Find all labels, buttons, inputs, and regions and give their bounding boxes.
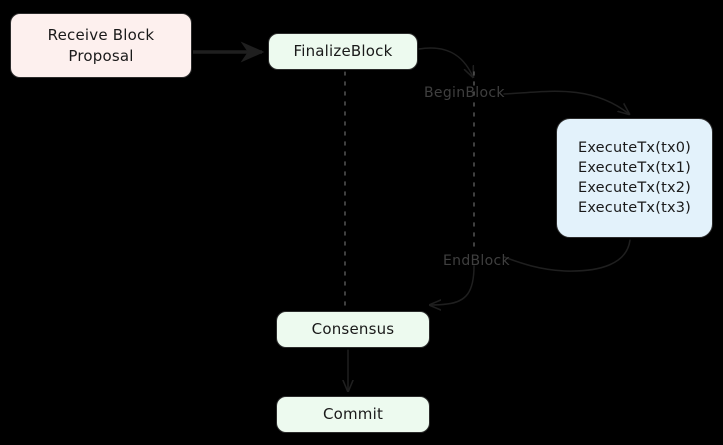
edge-beginblock-to-executetx bbox=[503, 90, 629, 114]
node-finalize-block-label: FinalizeBlock bbox=[293, 42, 393, 61]
edge-label-end-block: EndBlock bbox=[443, 253, 510, 269]
node-finalize-block[interactable]: FinalizeBlock bbox=[268, 33, 418, 70]
edge-label-begin-block: BeginBlock bbox=[424, 85, 505, 101]
edge-endblock-to-consensus bbox=[430, 265, 475, 305]
node-commit[interactable]: Commit bbox=[276, 396, 430, 433]
node-receive-block-proposal-label: Receive Block Proposal bbox=[47, 25, 155, 65]
node-consensus-label: Consensus bbox=[311, 320, 395, 339]
node-commit-label: Commit bbox=[322, 405, 384, 424]
node-consensus[interactable]: Consensus bbox=[276, 311, 430, 348]
node-receive-block-proposal[interactable]: Receive Block Proposal bbox=[10, 13, 192, 78]
edge-finalize-to-beginblock bbox=[418, 47, 473, 77]
node-execute-tx-label: ExecuteTx(tx0) ExecuteTx(tx1) ExecuteTx(… bbox=[577, 140, 692, 216]
edge-executetx-to-endblock bbox=[503, 239, 631, 272]
node-execute-tx[interactable]: ExecuteTx(tx0) ExecuteTx(tx1) ExecuteTx(… bbox=[556, 118, 713, 238]
